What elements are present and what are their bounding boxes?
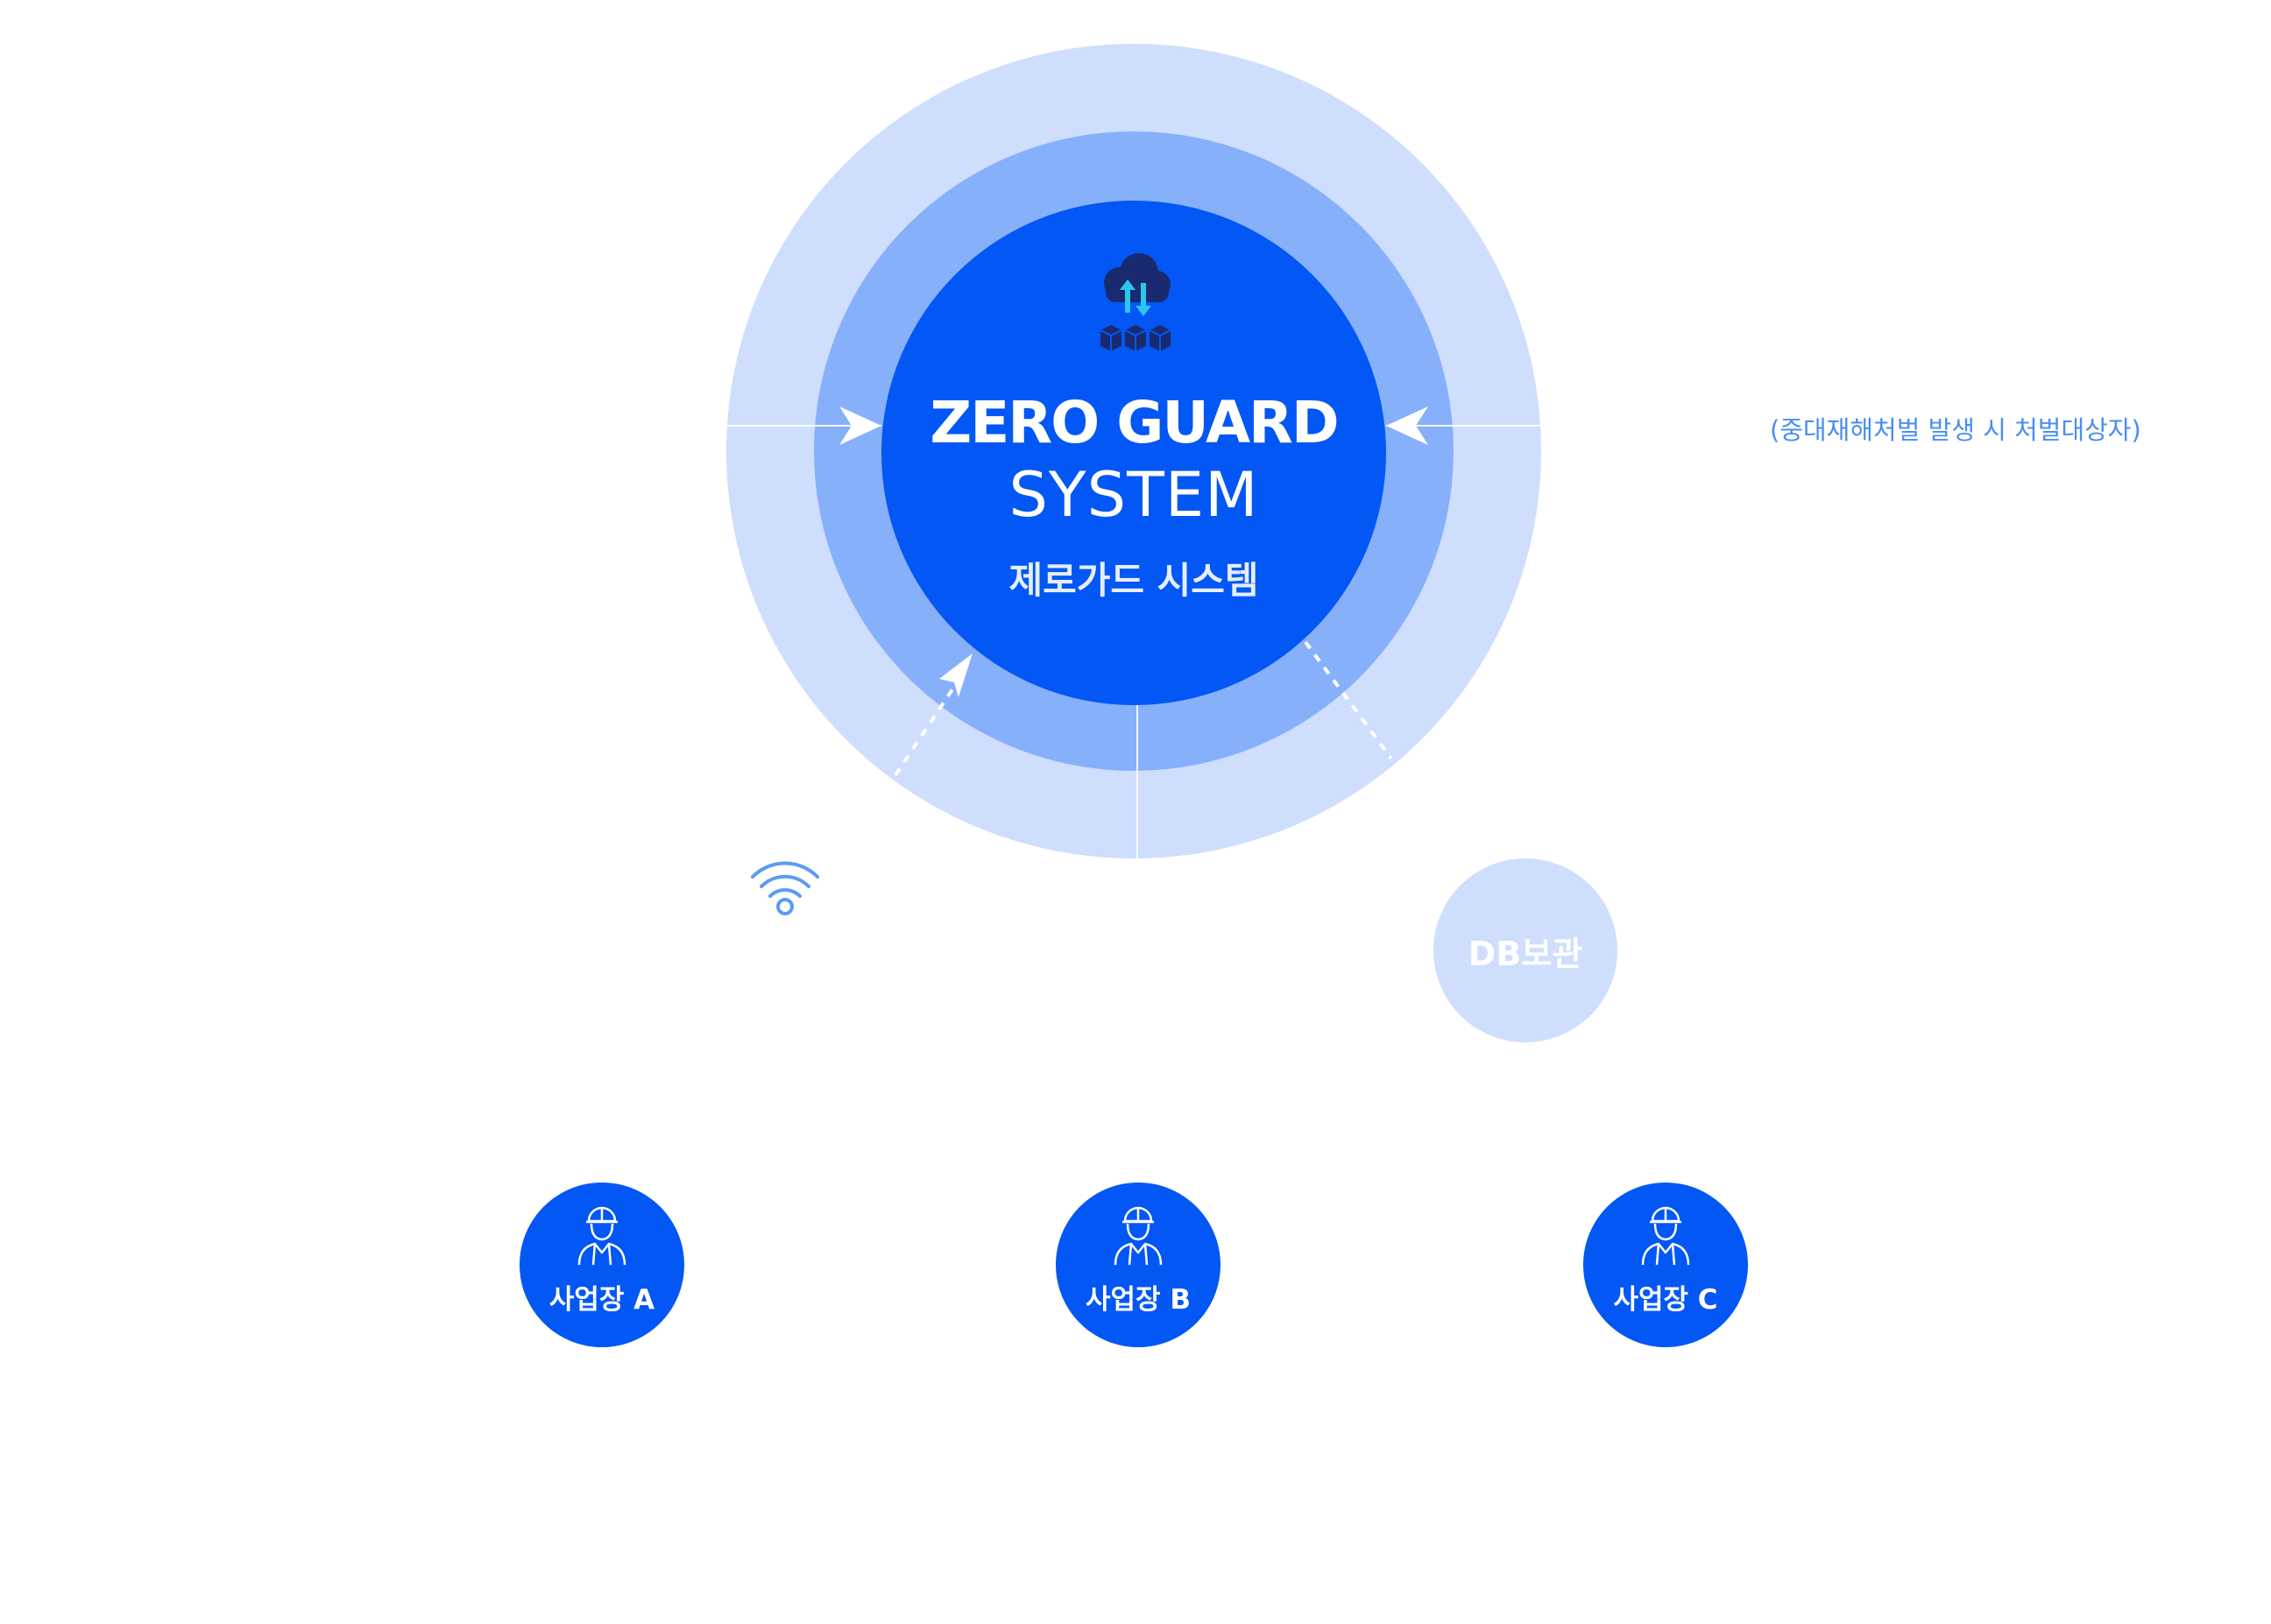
penalty-note: (중대재해처벌 발생 시 처벌대상자) xyxy=(1770,415,2141,445)
system-title-sub: SYSTEM xyxy=(1008,459,1259,531)
site-label-b: 사업장 B xyxy=(1086,1284,1191,1316)
worker-icon xyxy=(577,1206,626,1266)
system-title-en: ZERO GUARD xyxy=(930,389,1339,456)
db-storage-node: DB보관 xyxy=(1433,858,1617,1042)
site-node-c: 사업장 C xyxy=(1583,1183,1748,1347)
zero-guard-core: ZERO GUARD SYSTEM 제로가드 시스템 xyxy=(881,201,1386,705)
system-title-ko: 제로가드 시스템 xyxy=(1008,559,1259,602)
db-storage-label: DB보관 xyxy=(1468,934,1583,973)
worker-icon xyxy=(1114,1206,1163,1266)
site-label-c: 사업장 C xyxy=(1613,1284,1718,1316)
worker-icon xyxy=(1641,1206,1690,1266)
wifi-icon xyxy=(751,861,819,915)
site-label-a: 사업장 A xyxy=(548,1284,655,1316)
site-node-b: 사업장 B xyxy=(1056,1183,1220,1347)
cloud-sync-icon xyxy=(1100,253,1171,351)
site-node-a: 사업장 A xyxy=(520,1183,684,1347)
